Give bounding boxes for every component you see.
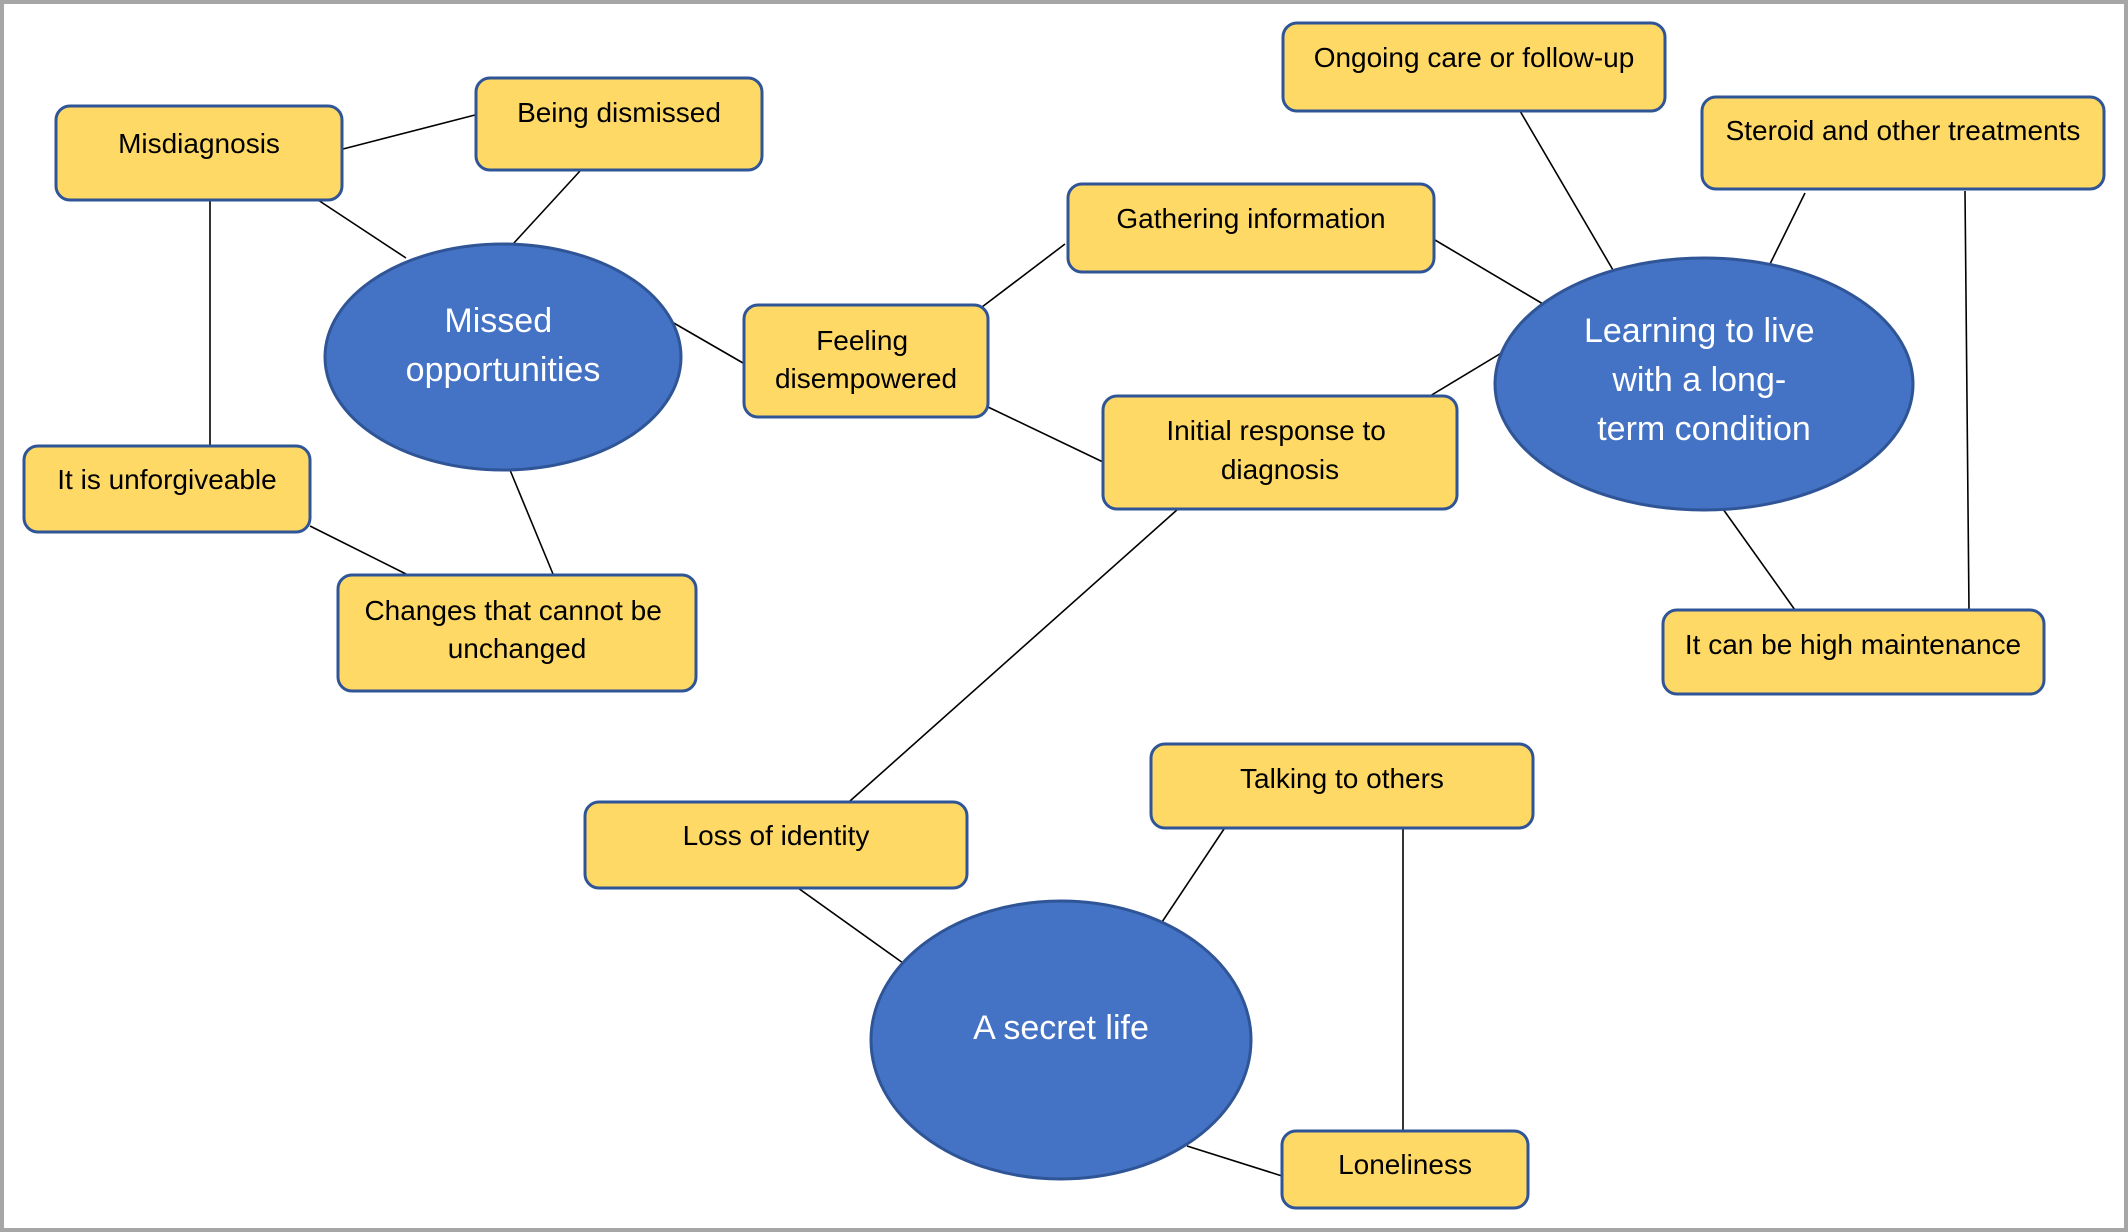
- theme-label: A secret life: [973, 1009, 1149, 1047]
- connector: [1429, 351, 1504, 397]
- theme-label-line: Learning to live: [1584, 312, 1815, 350]
- subtheme-box-misdiagnosis: Misdiagnosis: [54, 104, 344, 202]
- box-label: Misdiagnosis: [118, 128, 280, 159]
- box-label: Feeling disempowered: [775, 325, 957, 394]
- box-label-line: It is unforgiveable: [57, 464, 276, 495]
- box-shape: [22, 444, 312, 534]
- connector: [1769, 192, 1806, 265]
- box-label: Talking to others: [1240, 763, 1444, 794]
- connector: [1161, 828, 1225, 923]
- box-shape: [1280, 1129, 1530, 1210]
- box-label-line: Gathering information: [1116, 203, 1385, 234]
- theme-learning-to-live: Learning to live with a long- term condi…: [1493, 256, 1915, 512]
- box-shape: [1700, 95, 2106, 191]
- box-shape: [336, 573, 698, 693]
- box-shape: [742, 303, 990, 419]
- connector: [1186, 1145, 1283, 1177]
- connector: [309, 525, 407, 575]
- box-shape: [1101, 394, 1459, 511]
- theme-shape: [869, 899, 1253, 1181]
- theme-shape: [1493, 256, 1915, 512]
- subtheme-box-talking-to-others: Talking to others: [1149, 742, 1535, 830]
- connector: [317, 199, 407, 259]
- box-label-line: unchanged: [448, 633, 587, 664]
- connector: [1722, 508, 1796, 611]
- box-label-line: Loss of identity: [683, 820, 870, 851]
- box-label: Loneliness: [1338, 1149, 1472, 1180]
- box-label: It can be high maintenance: [1685, 629, 2021, 660]
- connector: [987, 406, 1104, 463]
- box-label-line: Changes that cannot be: [364, 595, 661, 626]
- subtheme-box-feeling-disempowered: Feeling disempowered: [742, 303, 990, 419]
- connector: [849, 508, 1179, 802]
- box-label-line: Misdiagnosis: [118, 128, 280, 159]
- box-label-line: Feeling: [816, 325, 908, 356]
- connector: [1434, 239, 1544, 305]
- subtheme-box-loneliness: Loneliness: [1280, 1129, 1530, 1210]
- connectors: [209, 110, 1970, 1177]
- thematic-map: Misdiagnosis Being dismissed It is unfor…: [22, 21, 2106, 1210]
- connector: [1519, 110, 1614, 271]
- box-shape: [1149, 742, 1535, 830]
- box-label: Initial response to diagnosis: [1166, 415, 1393, 485]
- subtheme-box-steroid-treatments: Steroid and other treatments: [1700, 95, 2106, 191]
- theme-missed-opportunities: Missed opportunities: [323, 242, 683, 472]
- box-shape: [1281, 21, 1667, 113]
- theme-label-line: A secret life: [973, 1009, 1149, 1047]
- connector: [512, 170, 581, 245]
- subtheme-box-unforgiveable: It is unforgiveable: [22, 444, 312, 534]
- box-label-line: Steroid and other treatments: [1726, 115, 2081, 146]
- box-label-line: Initial response to: [1166, 415, 1385, 446]
- theme-label: Learning to live with a long- term condi…: [1584, 312, 1824, 448]
- box-label: It is unforgiveable: [57, 464, 276, 495]
- box-label: Steroid and other treatments: [1726, 115, 2081, 146]
- connector: [981, 243, 1066, 308]
- subtheme-box-being-dismissed: Being dismissed: [474, 76, 764, 172]
- box-label-line: Ongoing care or follow-up: [1314, 42, 1635, 73]
- box-shape: [1066, 182, 1436, 274]
- box-label: Gathering information: [1116, 203, 1385, 234]
- subtheme-box-initial-response: Initial response to diagnosis: [1101, 394, 1459, 511]
- connector: [1964, 190, 1970, 611]
- box-label-line: It can be high maintenance: [1685, 629, 2021, 660]
- connector: [342, 114, 476, 150]
- box-label-line: Being dismissed: [517, 97, 721, 128]
- theme-label-line: with a long-: [1611, 361, 1786, 399]
- box-shape: [583, 800, 969, 890]
- theme-label: Missed opportunities: [406, 302, 601, 389]
- subtheme-box-high-maintenance: It can be high maintenance: [1661, 608, 2046, 696]
- subtheme-box-gathering-information: Gathering information: [1066, 182, 1436, 274]
- box-shape: [54, 104, 344, 202]
- box-label-line: diagnosis: [1221, 454, 1339, 485]
- box-label: Loss of identity: [683, 820, 870, 851]
- box-shape: [474, 76, 764, 172]
- connector: [671, 321, 744, 364]
- theme-shape: [323, 242, 683, 472]
- box-label-line: Loneliness: [1338, 1149, 1472, 1180]
- box-label-line: disempowered: [775, 363, 957, 394]
- theme-secret-life: A secret life: [869, 899, 1253, 1181]
- subtheme-box-changes: Changes that cannot be unchanged: [336, 573, 698, 693]
- box-label: Changes that cannot be unchanged: [364, 595, 669, 664]
- box-label-line: Talking to others: [1240, 763, 1444, 794]
- theme-label-line: Missed: [444, 302, 552, 340]
- connector: [509, 469, 554, 575]
- connector: [797, 887, 904, 964]
- box-shape: [1661, 608, 2046, 696]
- theme-label-line: term condition: [1597, 410, 1811, 448]
- box-label: Ongoing care or follow-up: [1314, 42, 1635, 73]
- theme-label-line: opportunities: [406, 351, 601, 389]
- box-label: Being dismissed: [517, 97, 721, 128]
- subtheme-box-loss-of-identity: Loss of identity: [583, 800, 969, 890]
- subtheme-box-ongoing-care: Ongoing care or follow-up: [1281, 21, 1667, 113]
